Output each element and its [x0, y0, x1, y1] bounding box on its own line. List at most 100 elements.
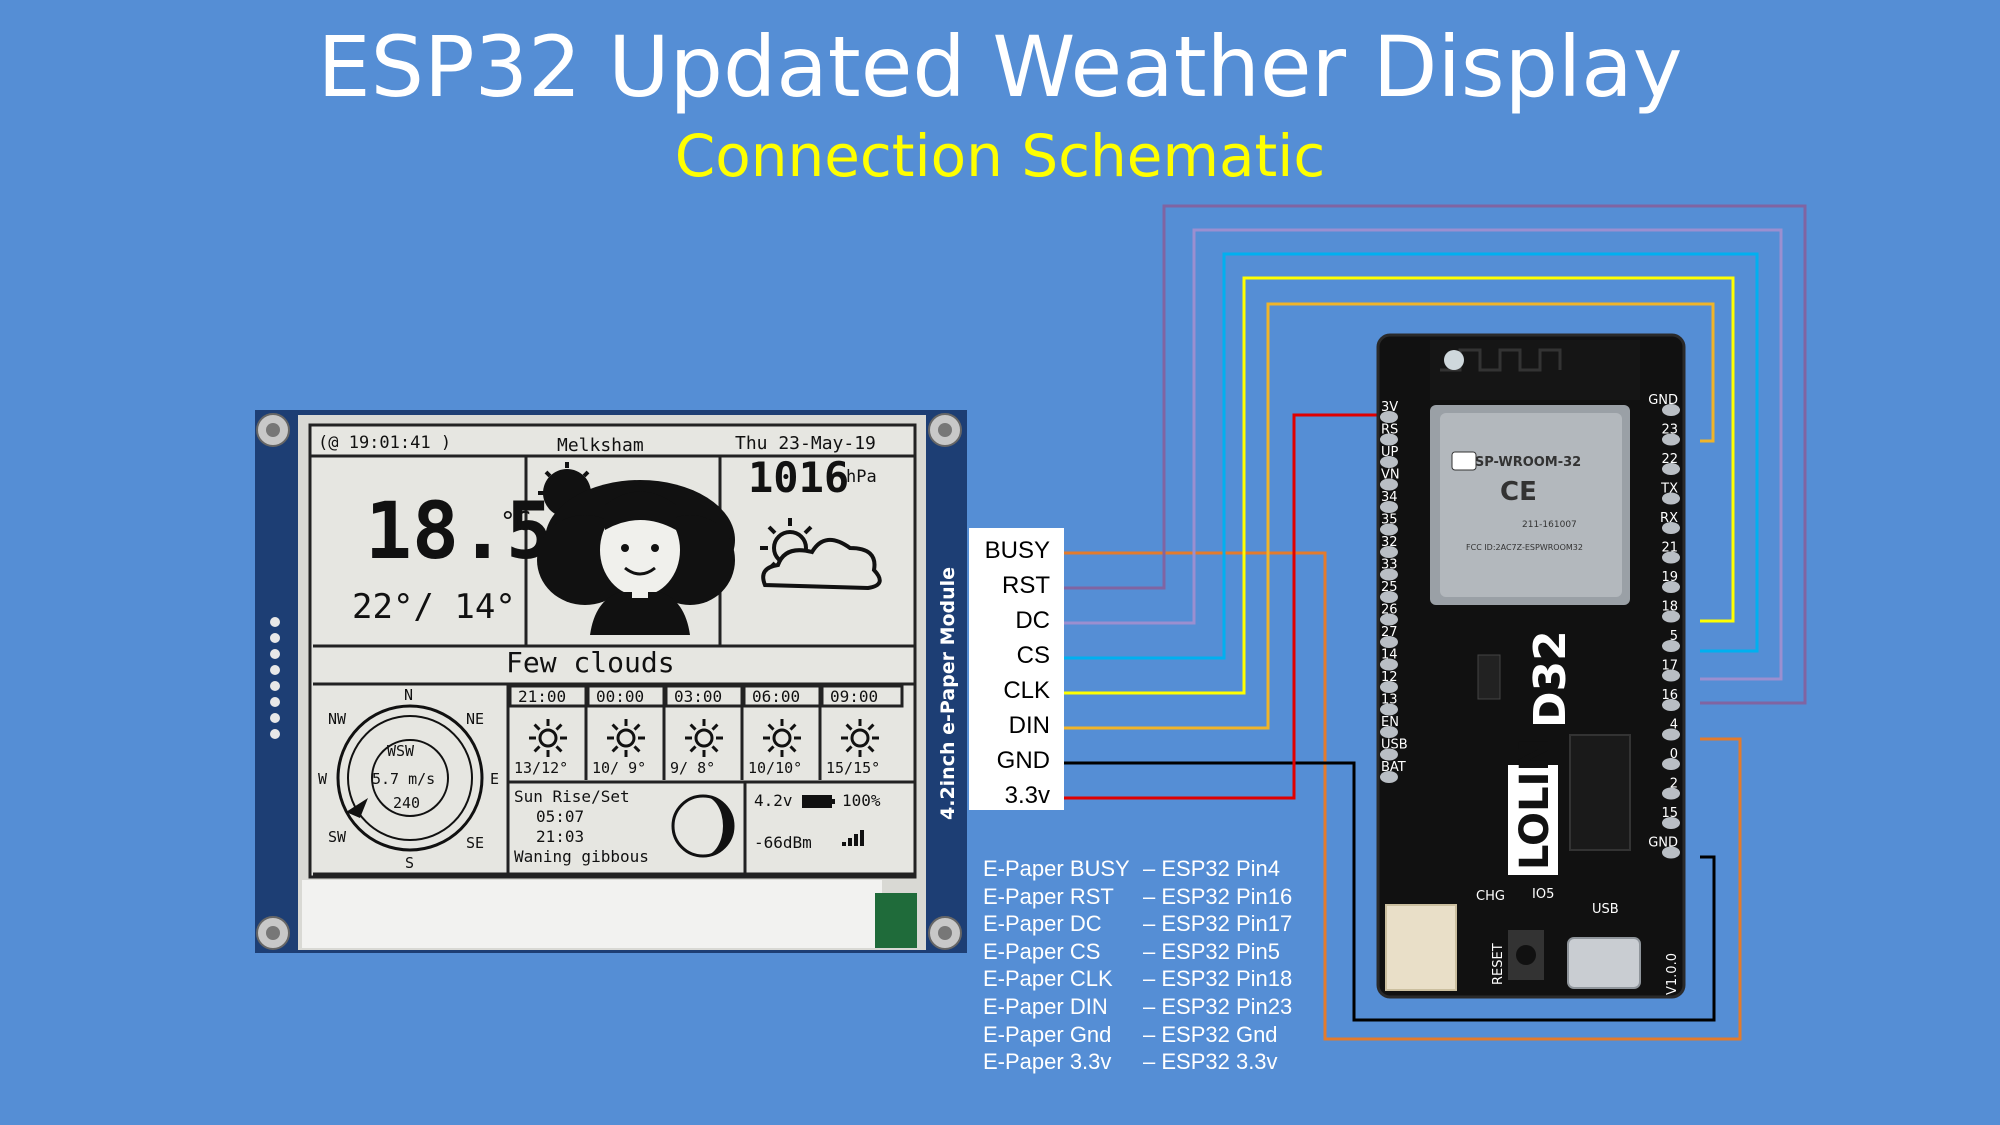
pin-name: 4: [1670, 718, 1678, 733]
pin-label-busy: BUSY: [984, 537, 1050, 564]
ep-time: (@ 19:01:41 ): [318, 433, 451, 453]
forecast-temps: 10/ 9°: [592, 759, 646, 777]
pin-name: 32: [1381, 535, 1398, 550]
page-subtitle: Connection Schematic: [674, 122, 1326, 190]
ep-wifi: -66dBm: [754, 833, 812, 852]
sun-icon: [841, 719, 879, 757]
ep-sunset: 21:03: [536, 827, 584, 846]
page-title: ESP32 Updated Weather Display: [317, 18, 1683, 116]
pin-name: 27: [1381, 625, 1398, 640]
sun-cloud-icon: [760, 518, 882, 591]
pin-name: 23: [1661, 423, 1678, 438]
usb-port[interactable]: [1567, 937, 1641, 989]
usb-serial-chip: [1569, 734, 1631, 851]
pin-hole: [1380, 411, 1398, 423]
pin-hole: [1380, 591, 1398, 603]
mapping-row: E-Paper RST– ESP32 Pin16: [983, 883, 1292, 911]
header-pins: [270, 617, 280, 739]
ep-pressure-unit: hPa: [846, 467, 877, 487]
pin-label-clk: CLK: [1003, 677, 1050, 704]
pin-name: 13: [1381, 693, 1398, 708]
wifi-logo-icon: [1451, 451, 1477, 471]
wire-clk: [1064, 276, 1735, 695]
ep-moon: Waning gibbous: [514, 847, 649, 866]
epaper-module: (@ 19:01:41 ) Melksham Thu 23-May-19 18.…: [255, 410, 967, 953]
ep-battery: 4.2v: [754, 791, 793, 810]
pin-name: 34: [1381, 490, 1398, 505]
pin-name: BAT: [1381, 760, 1406, 775]
compass-ne: NE: [466, 710, 484, 728]
pin-name: 16: [1661, 688, 1678, 703]
forecast-temps: 13/12°: [514, 759, 568, 777]
pin-name: 18: [1661, 600, 1678, 615]
sun-icon: [529, 719, 567, 757]
compass-deg: 240: [393, 794, 420, 812]
battery-icon: [802, 795, 835, 808]
wires: [1064, 204, 1807, 1041]
forecast-time: 09:00: [830, 687, 878, 706]
pin-hole: [1380, 546, 1398, 558]
pin-name: 5: [1670, 629, 1678, 644]
pin-hole: [1662, 404, 1680, 416]
screw-icon: [928, 916, 962, 950]
module-fcc: FCC ID:2AC7Z-ESPWROOM32: [1466, 543, 1583, 552]
pin-name: 0: [1670, 747, 1678, 762]
compass-w: W: [318, 770, 328, 788]
compass-s: S: [405, 854, 414, 872]
wire-33v: [1064, 413, 1380, 800]
pin-hole: [1662, 610, 1680, 623]
mapping-esp32: – ESP32 Pin18: [1143, 966, 1293, 992]
pin-hole: [1662, 758, 1680, 770]
ep-hi-lo: 22°/ 14°: [352, 587, 516, 627]
compass-sw: SW: [328, 828, 347, 846]
mapping-esp32: – ESP32 Pin23: [1143, 993, 1293, 1019]
sun-icon: [607, 719, 645, 757]
epaper-flex: [302, 880, 882, 948]
pin-name: 12: [1381, 670, 1398, 685]
compass-n: N: [404, 686, 413, 704]
pin-hole: [1380, 771, 1398, 783]
ep-battery-pct: 100%: [842, 791, 881, 810]
screw-icon: [256, 916, 290, 950]
epaper-module-label: 4.2inch e-Paper Module: [937, 567, 959, 820]
mapping-row: E-Paper 3.3v– ESP32 3.3v: [983, 1048, 1292, 1076]
board-io5-label: IO5: [1532, 887, 1554, 902]
regulator-chip: [1477, 654, 1501, 700]
battery-connector: [1385, 904, 1457, 991]
mapping-row: E-Paper DIN– ESP32 Pin23: [983, 993, 1292, 1021]
pin-name: 14: [1381, 648, 1398, 663]
mapping-epaper: E-Paper Gnd: [983, 1021, 1112, 1047]
forecast-time: 00:00: [596, 687, 644, 706]
compass-dir: WSW: [387, 742, 415, 760]
mapping-esp32: – ESP32 Pin5: [1143, 938, 1280, 964]
mapping-esp32: – ESP32 Pin16: [1143, 883, 1293, 909]
pin-hole: [1662, 817, 1680, 829]
pin-name: GND: [1648, 393, 1678, 408]
wire-cs: [1064, 252, 1759, 660]
ep-pressure: 1016: [748, 453, 849, 502]
pin-hole: [1380, 478, 1398, 491]
mapping-epaper: E-Paper CLK: [983, 966, 1113, 992]
mapping-row: E-Paper Gnd– ESP32 Gnd: [983, 1021, 1292, 1049]
pin-name: 3V: [1381, 400, 1398, 415]
pin-hole: [1380, 748, 1398, 761]
pin-name: 33: [1381, 558, 1398, 573]
pin-hole: [1662, 699, 1680, 711]
compass-se: SE: [466, 834, 484, 852]
mapping-esp32: – ESP32 Pin4: [1143, 856, 1280, 881]
forecast-temps: 9/ 8°: [670, 759, 715, 777]
pin-label-33v: 3.3v: [1004, 782, 1050, 809]
reset-button-cap[interactable]: [1516, 945, 1536, 965]
mapping-row: E-Paper CS– ESP32 Pin5: [983, 938, 1292, 966]
screw-icon: [928, 413, 962, 447]
sun-icon: [763, 719, 801, 757]
pin-hole: [1380, 703, 1398, 716]
pin-hole: [1662, 846, 1680, 859]
mapping-row: E-Paper DC– ESP32 Pin17: [983, 910, 1292, 938]
pin-hole: [1380, 681, 1398, 693]
